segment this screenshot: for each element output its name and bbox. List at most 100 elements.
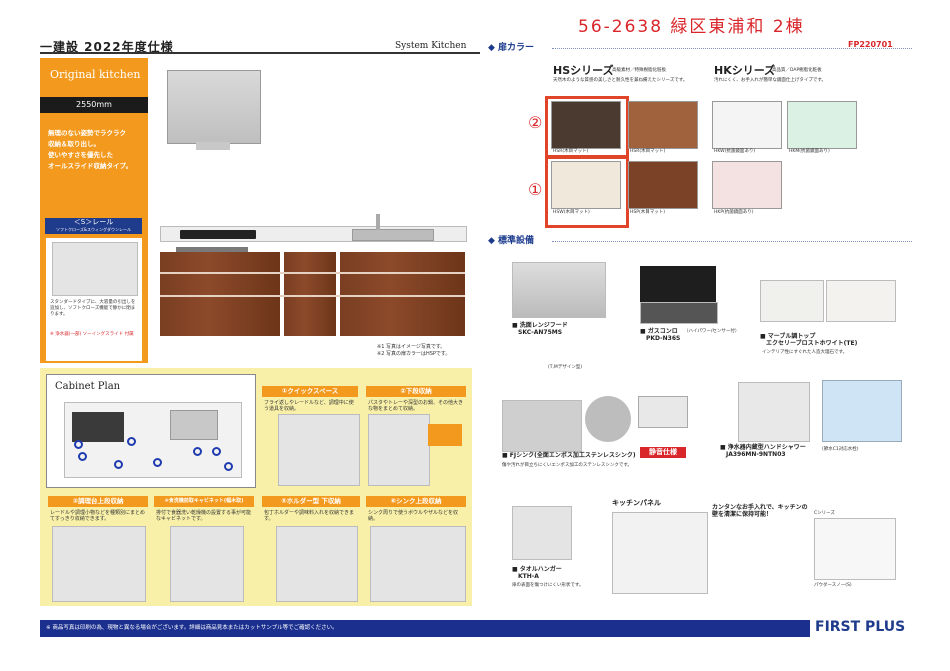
range-hood-name: ■ 洗面レンジフード (512, 322, 568, 329)
section-upper-counter-label: ③調理台上段収納 (48, 496, 148, 507)
section-lower-storage-label: ②下段収納 (366, 386, 466, 397)
desc-line: 収納＆取り出し。 (48, 140, 100, 148)
cabinet-plan-title: Cabinet Plan (55, 381, 121, 392)
swatch-hkm[interactable] (787, 101, 857, 149)
swatch-hkw[interactable] (712, 101, 782, 149)
marble-top-name: ■ マーブル調トップ (760, 333, 816, 340)
position-dot (224, 462, 233, 471)
swatch-hkp[interactable] (712, 161, 782, 209)
footer-note: ※ 商品写真は印刷の為、現物と異なる場合がございます。詳細は商品見本またはカット… (40, 620, 810, 637)
gas-stove-model: PKD-N36S (646, 335, 681, 342)
rail-photo (52, 242, 138, 296)
section-holder-label: ⑤ホルダー型 下収納 (262, 496, 360, 507)
desc-line: 無理のない姿勢でラクラク (48, 129, 126, 137)
cooktop-image (180, 230, 256, 239)
swatch-label: HSP(木目マット) (630, 210, 665, 215)
faucet-name: ■ 浄水器内蔵型ハンドシャワー (720, 444, 806, 451)
header-rule (40, 52, 480, 54)
c-series-swatch (814, 518, 896, 580)
gas-stove-note: （ハイパワー/センサー付） (684, 329, 740, 334)
section-dishwasher-label: ④食洗機前取キャビネット(幅木取) (154, 496, 254, 507)
section-quick-space-text: フライ返しやレードルなど、調理中に使う道具を収納。 (264, 400, 354, 412)
rail-title: ＜S＞レール (73, 218, 114, 226)
product-name: Original kitchen (50, 68, 141, 81)
drawer-gap (160, 295, 465, 297)
position-dot (74, 440, 83, 449)
door-color-heading: ◆ 扉カラー (488, 43, 535, 53)
kitchen-panel-note: カンタンなお手入れで、キッチンの壁を清潔に保持可能！ (712, 504, 808, 518)
towel-hanger-model: KTH-A (518, 573, 539, 580)
towel-hanger-note: 扉の表面を傷つけにくい形状です。 (512, 583, 584, 588)
swatch-label: HSW(木目マット) (553, 210, 590, 215)
section-holder-text: 包丁ホルダーや調味料入れを収納できます。 (264, 510, 355, 522)
hk-series-tag: 高品質／DAP樹脂化粧板 (772, 68, 822, 73)
sink-note: 傷や汚れが目立ちにくいエンボス加工のステンレスシンクです。 (502, 463, 632, 468)
gas-stove-name: ■ ガスコンロ (640, 328, 678, 335)
swatch-label: HSR(木目マット) (553, 149, 589, 154)
section-upper-counter-photo (52, 526, 146, 602)
swatch-label: HKM(抗菌鏡面あり) (789, 149, 830, 154)
swatch-hsp[interactable] (628, 161, 698, 209)
equipment-heading: ◆ 標準設備 (488, 236, 535, 246)
faucet-model: JA396MN-9NTN03 (726, 451, 786, 458)
gas-stove-photo (640, 266, 716, 302)
swatch-hsw[interactable] (551, 161, 621, 209)
position-dot (212, 447, 221, 456)
emboss-detail (585, 396, 631, 442)
hs-series-name: HSシリーズ (553, 64, 614, 77)
section-dishwasher-photo (170, 526, 244, 602)
rail-red-note: ※ 浄水器(一部) ソーイングスライド 付属 (50, 332, 134, 337)
section-lower-storage-inset (428, 424, 462, 446)
product-size: 2550mm (40, 97, 148, 113)
range-hood-lip (196, 142, 230, 150)
position-dot (78, 452, 87, 461)
quiet-detail (638, 396, 688, 428)
range-hood-note: (T,Mデザイン型) (548, 365, 583, 370)
door-color-rule (552, 48, 912, 49)
section-sink-upper-photo (370, 526, 466, 602)
page-title: 一建設 2022年度仕様 (40, 40, 174, 54)
section-quick-space-label: ①クイックスペース (262, 386, 358, 397)
quiet-badge: 静音仕様 (640, 447, 686, 458)
faucet-photo (738, 382, 810, 442)
marble-top-photo (760, 280, 824, 322)
faucet-note: (節水C1対応水栓) (822, 447, 859, 452)
range-hood-image (167, 70, 261, 144)
swatch-label: HKP(抗菌鏡面あり) (714, 210, 754, 215)
sink-photo (502, 400, 582, 452)
hs-series-tag: 高級素材／特殊樹脂化粧板 (612, 68, 666, 73)
kitchen-panel-photo (612, 512, 708, 594)
swatch-hsr-wood[interactable] (628, 101, 698, 149)
kitchen-note-line: ※2 写真の扉カラーはHSPです。 (377, 351, 451, 357)
section-lower-storage-text: パスタやトレーや深型のお鍋、その他大きな物をまとめて収納。 (368, 400, 464, 412)
section-holder-photo (276, 526, 358, 602)
cabinet-left-image (160, 252, 280, 336)
position-dot (127, 437, 136, 446)
marker-2: ② (528, 113, 543, 132)
product-description: 無理のない姿勢でラクラク 収納＆取り出し。 使いやすさを優先した オールスライド… (48, 128, 144, 172)
section-sink-upper-text: シンク周りで使うボウルやザルなどを収納。 (368, 510, 459, 522)
section-upper-counter-text: レードルや調理小物などを種類別にまとめてすっきり収納できます。 (50, 510, 146, 522)
towel-hanger-photo (512, 506, 572, 560)
faucet-image (376, 214, 380, 230)
sink-image (352, 229, 434, 241)
rail-note: スタンダードタイプに、大容量の引出しを追加し、ソフトクローズ機能で静かに閉まりま… (50, 300, 136, 317)
c-series-name: Cシリーズ (814, 511, 835, 516)
kitchen-panel-name: キッチンパネル (612, 499, 661, 507)
rail-subtitle: ソフトクローズ&スウィングダウンレール (56, 227, 131, 232)
brand-logo: FIRST PLUS (815, 619, 906, 635)
hs-series-desc: 天然木のような質感の美しさと耐久性を兼ね備えたシリーズです。 (553, 78, 688, 83)
sink-topview (170, 410, 218, 440)
selected-swatch-frame-1 (545, 156, 629, 228)
water-saving-diagram (822, 380, 902, 442)
document-code: FP220701 (848, 40, 893, 49)
marble-top-note: インテリア性にすぐれた人造大理石です。 (762, 350, 848, 355)
swatch-label: HKW(抗菌鏡面あり) (714, 149, 756, 154)
section-sink-upper-label: ⑥シンク上段収納 (366, 496, 466, 507)
property-title: 56-2638 緑区東浦和 2棟 (578, 17, 805, 37)
position-dot (193, 447, 202, 456)
swatch-hsr-dark[interactable] (551, 101, 621, 149)
desc-line: 使いやすさを優先した (48, 151, 113, 159)
kitchen-note: ※1 写真はイメージ写真です。 ※2 写真の扉カラーはHSPです。 (377, 344, 450, 358)
marker-1: ① (528, 180, 543, 199)
